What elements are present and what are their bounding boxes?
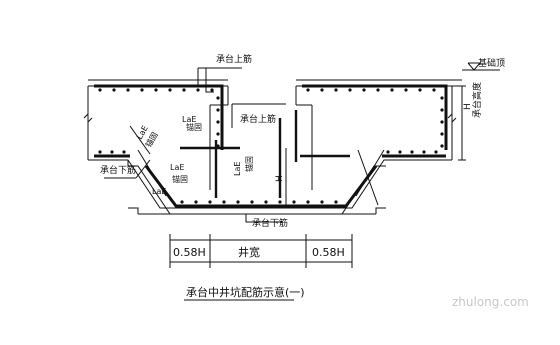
rebar-dot: [98, 150, 102, 154]
rebar-dot: [334, 88, 338, 92]
rebar-dot: [154, 88, 158, 92]
rebar-dot: [404, 88, 408, 92]
top-rebar-label-2: 承台上筋: [240, 113, 276, 125]
bottom-rebar-center-label: 承台下筋: [252, 217, 288, 229]
rebar-dot: [334, 200, 338, 204]
anchor-label-2: 锚固: [172, 174, 188, 184]
top-rebar-label-1: 承台上筋: [216, 53, 252, 65]
rebar-dot: [168, 88, 172, 92]
rebar-dot: [410, 150, 414, 154]
rebar-dot: [440, 144, 444, 148]
dim-center-label: 井宽: [238, 245, 260, 259]
h-symbol-right: H: [463, 103, 473, 110]
rebar-dot: [110, 150, 114, 154]
rebar-dot: [250, 200, 254, 204]
rebar-dot: [182, 88, 186, 92]
bottom-rebar-left-label: 承台下筋: [100, 164, 136, 176]
rebar-dot: [418, 88, 422, 92]
rebar-dot: [98, 88, 102, 92]
rebar-dot: [222, 200, 226, 204]
rebar-dot: [320, 200, 324, 204]
lae-label-2: LaE: [170, 163, 184, 172]
dim-right-label: 0.58H: [312, 246, 345, 259]
rebar-dot: [306, 200, 310, 204]
rebar-dot: [292, 200, 296, 204]
rebar-dot: [278, 200, 282, 204]
rebar-dot: [216, 132, 220, 136]
rebar-dot: [432, 88, 436, 92]
rebar-dot: [112, 88, 116, 92]
rebar: [94, 84, 448, 208]
rebar-dot: [194, 200, 198, 204]
rebar-dot: [236, 200, 240, 204]
rebar-dot: [422, 150, 426, 154]
rebar-dot: [216, 144, 220, 148]
rebar-dot: [140, 88, 144, 92]
rebar-dot: [440, 108, 444, 112]
rebar-dot: [216, 108, 220, 112]
rebar-dot: [398, 150, 402, 154]
rebar-dot: [264, 200, 268, 204]
rebar-dot: [122, 150, 126, 154]
rebar-dot: [376, 88, 380, 92]
watermark: zhulong.com: [452, 295, 529, 309]
rebar-dot: [386, 150, 390, 154]
rebar-dots: [98, 88, 444, 204]
cap-outline: [83, 79, 462, 215]
rebar-dot: [362, 88, 366, 92]
rebar-dot: [210, 88, 214, 92]
rebar-dot: [126, 88, 130, 92]
rebar-dot: [434, 150, 438, 154]
rebar-dot: [306, 88, 310, 92]
rebar-dot: [390, 88, 394, 92]
lae-vertical-label: LaE: [233, 162, 242, 176]
rebar-dot: [320, 88, 324, 92]
rebar-dot: [440, 120, 444, 124]
rebar-dot: [216, 96, 220, 100]
dim-left-label: 0.58H: [173, 246, 206, 259]
rebar-dot: [440, 96, 444, 100]
rebar-dot: [216, 120, 220, 124]
rebar-dot: [196, 88, 200, 92]
rebar-dot: [208, 200, 212, 204]
rebar-dot: [440, 132, 444, 136]
h-symbol-center: H: [275, 175, 285, 182]
cap-height-label: 承台高度: [471, 82, 483, 118]
foundation-top-label: 基础顶: [478, 57, 505, 69]
lae-label-3: LaE: [152, 187, 166, 196]
lae-label-1: LaE: [182, 115, 196, 124]
anchor-label-1: 锚固: [186, 122, 202, 132]
anchor-label-4: 锚固: [244, 156, 254, 172]
leader-lines: [104, 62, 500, 301]
caption: 承台中井坑配筋示意(一): [186, 285, 305, 299]
rebar-dot: [180, 200, 184, 204]
rebar-dot: [348, 88, 352, 92]
